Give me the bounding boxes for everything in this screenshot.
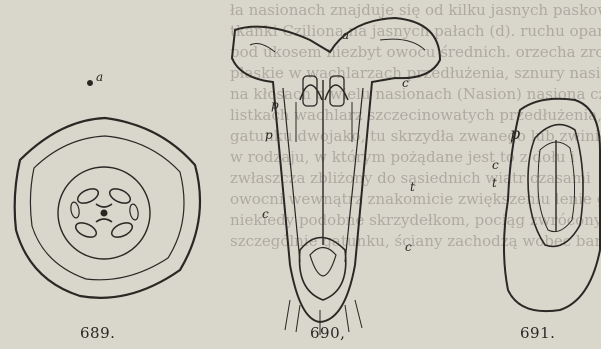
fig690-label-c: c (402, 76, 409, 90)
fig690-label-c3: c (405, 240, 412, 254)
fig691-label-p: p (510, 124, 520, 143)
figure-690-number: 690, (310, 324, 345, 342)
fig690-label-p: p (271, 98, 279, 112)
figure-690-drawing (232, 18, 440, 335)
figure-689-number: 689. (80, 324, 115, 342)
fig689-label-a: a (96, 70, 103, 84)
fig690-label-t: t (410, 180, 415, 194)
fig691-label-c: c (492, 158, 499, 172)
figure-691-number: 691. (520, 324, 555, 342)
figure-689-drawing (15, 80, 200, 298)
fig690-label-p2: p (265, 128, 273, 142)
fig690-label-a: a (342, 28, 349, 42)
fig690-label-c2: c (262, 207, 269, 221)
fig691-label-t: t (492, 176, 497, 190)
